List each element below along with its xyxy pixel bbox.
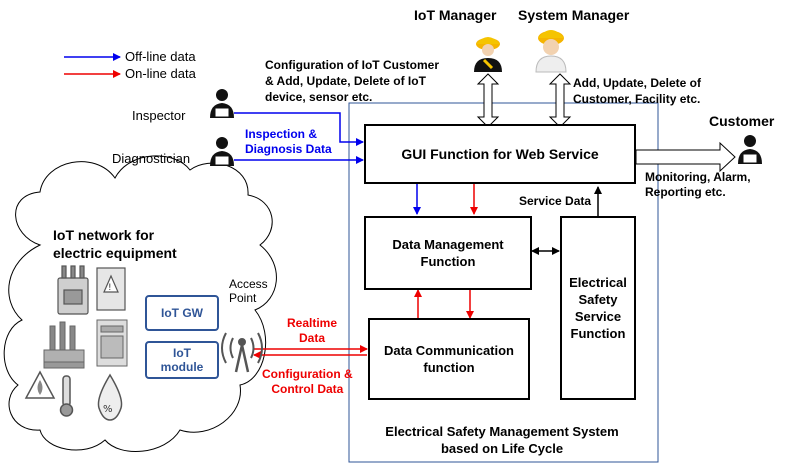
system-config-note: Add, Update, Delete of Customer, Facilit… (573, 76, 702, 106)
iot-network-title: IoT network for electric equipment (53, 227, 177, 261)
switchboard-icon: ! (96, 267, 126, 311)
electrical-safety-service-box: Electrical Safety Service Function (560, 216, 636, 400)
distribution-panel-icon (96, 319, 128, 367)
electrical-safety-service-label: Electrical Safety Service Function (569, 275, 627, 341)
iot-manager-double-arrow (476, 73, 500, 128)
data-communication-label: Data Communication function (383, 343, 514, 375)
iot-manager-icon (474, 37, 502, 72)
data-communication-box: Data Communication function (368, 318, 530, 400)
customer-icon (738, 135, 762, 164)
power-equipment-icon (43, 321, 85, 369)
iot-manager-label: IoT Manager (414, 7, 497, 23)
access-point-label: Access Point (229, 277, 268, 305)
monitoring-note: Monitoring, Alarm, Reporting etc. (645, 170, 751, 199)
iot-config-note: Configuration of IoT Customer & Add, Upd… (265, 58, 439, 104)
iot-gw-label: IoT GW (161, 306, 203, 320)
system-boundary (348, 102, 659, 463)
inspector-arrow (234, 112, 364, 146)
data-management-box: Data Management Function (364, 216, 532, 290)
svg-text:!: ! (108, 283, 112, 293)
transformer-icon (57, 265, 89, 315)
thermometer-icon (59, 375, 74, 417)
diagnostician-label: Diagnostician (112, 151, 191, 166)
inspection-data-note: Inspection & Diagnosis Data (245, 127, 332, 156)
diagnostician-icon (210, 137, 234, 166)
system-title: Electrical Safety Management System base… (385, 424, 619, 456)
inspector-label: Inspector (132, 108, 186, 123)
system-manager-label: System Manager (518, 7, 630, 23)
iot-module-box: IoT module (145, 341, 219, 379)
iot-gw-box: IoT GW (145, 295, 219, 331)
gui-function-box: GUI Function for Web Service (364, 124, 636, 184)
access-point-icon (221, 332, 263, 373)
inspector-icon (210, 89, 234, 118)
svg-text:%: % (103, 404, 113, 415)
service-data-note: Service Data (519, 194, 592, 208)
system-manager-double-arrow (548, 73, 572, 128)
customer-arrow (635, 141, 736, 173)
data-management-label: Data Management Function (392, 237, 504, 269)
config-control-note: Configuration & Control Data (262, 367, 353, 396)
realtime-data-note: Realtime Data (287, 316, 338, 345)
iot-module-label: IoT module (160, 346, 204, 374)
fire-warning-icon (24, 370, 56, 399)
humidity-icon: % (97, 373, 123, 421)
gui-function-label: GUI Function for Web Service (401, 145, 599, 162)
customer-label: Customer (709, 113, 775, 129)
legend-online-label: On-line data (125, 66, 196, 81)
system-manager-icon (535, 30, 567, 73)
legend-offline-label: Off-line data (125, 49, 196, 64)
